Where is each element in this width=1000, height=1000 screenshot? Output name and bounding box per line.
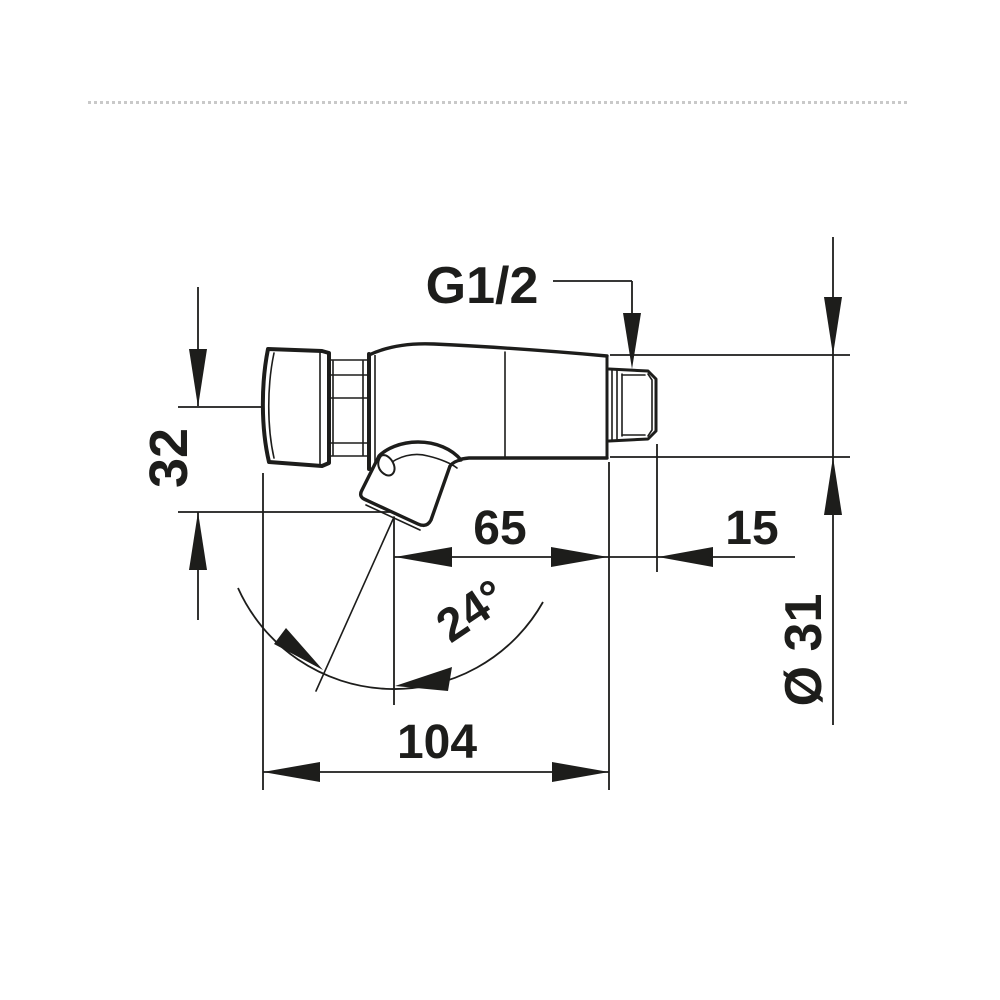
separator-dotted-line (88, 101, 908, 104)
tap-body (367, 342, 609, 471)
dimension-body-diameter: Ø 31 (610, 237, 850, 725)
arrow-up-icon (824, 457, 842, 515)
thread-size-label: G1/2 (426, 257, 539, 315)
arrow-left-icon (395, 547, 452, 567)
dimension-label-15: 15 (725, 502, 778, 555)
arrow-left-icon (658, 547, 713, 567)
arrow-left-icon (263, 762, 320, 782)
arrow-right-icon (551, 547, 608, 567)
dimension-label-65: 65 (473, 502, 526, 555)
stem-nut (328, 359, 369, 457)
arc-arrow-icon (395, 667, 452, 691)
dimension-label-diameter: Ø 31 (775, 594, 833, 707)
arc-arrow-icon (274, 628, 323, 670)
arrow-down-icon (623, 313, 641, 369)
dimension-label-104: 104 (397, 716, 477, 769)
push-button-cap (260, 347, 331, 468)
dimension-overall-length: 104 (262, 473, 609, 790)
dimension-reach-and-thread: 65 15 (393, 444, 795, 790)
dimension-label-32: 32 (139, 428, 199, 488)
arrow-down-icon (824, 297, 842, 355)
thread-callout: G1/2 (426, 257, 641, 369)
arrow-up-icon (189, 512, 207, 570)
arrow-right-icon (552, 762, 609, 782)
faucet-outline (260, 342, 658, 531)
thread-nipple (607, 367, 658, 443)
dimension-label-angle: 24° (426, 568, 515, 652)
arrow-down-icon (189, 349, 207, 407)
spout (358, 440, 463, 531)
dimension-spout-height: 32 (139, 287, 391, 620)
